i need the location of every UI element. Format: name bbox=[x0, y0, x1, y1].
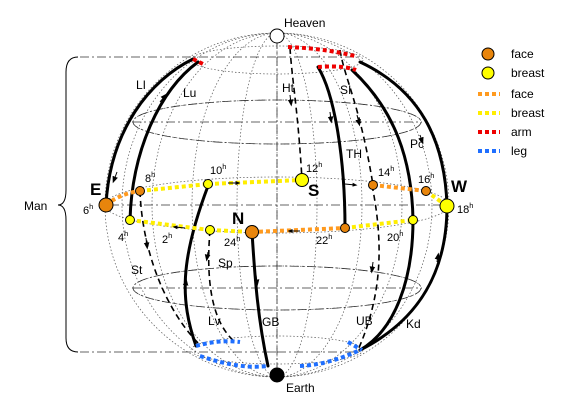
construction-lines bbox=[80, 40, 445, 372]
face-flow-north bbox=[251, 226, 346, 234]
meridian-label-gb: GB bbox=[262, 315, 279, 329]
face-flow-west bbox=[372, 183, 427, 193]
meridian-li-path bbox=[104, 57, 195, 207]
breast-flow-1 bbox=[139, 182, 209, 193]
south-breast-node bbox=[295, 173, 309, 187]
meridian-ub-dashed-path bbox=[357, 184, 380, 351]
legend-label-breast-line: breast bbox=[511, 106, 545, 120]
legend-label-face-node: face bbox=[511, 47, 534, 61]
breast-flow-north-2 bbox=[344, 218, 414, 230]
breast-flow-2 bbox=[207, 178, 303, 186]
nodes bbox=[98, 28, 455, 383]
meridian-label-st: St bbox=[131, 263, 143, 277]
meridian-si-path bbox=[339, 49, 374, 186]
hour-18: 18h bbox=[457, 201, 473, 216]
north-face-node bbox=[245, 225, 259, 239]
meridian-lu-path bbox=[128, 60, 200, 222]
leg-flow-right bbox=[299, 348, 361, 368]
direction-arrows bbox=[112, 93, 441, 291]
hour-8: 8h bbox=[145, 170, 155, 185]
hour-6: 6h bbox=[83, 202, 93, 217]
meridian-kd-path bbox=[358, 204, 449, 352]
man-label: Man bbox=[24, 199, 47, 213]
hour-12: 12h bbox=[306, 160, 322, 175]
meridian-st-path bbox=[139, 190, 201, 346]
hour-24: 24h bbox=[224, 234, 240, 249]
legend: face breast face breast arm leg bbox=[478, 47, 545, 158]
hour-labels: 2h 4h 6h 8h 10h 12h 14h 16h 18h 20h 22h … bbox=[83, 160, 473, 249]
earth-label: Earth bbox=[286, 381, 315, 395]
legend-label-leg: leg bbox=[511, 144, 527, 158]
legend-label-face-line: face bbox=[511, 87, 534, 101]
south-label: S bbox=[308, 181, 319, 200]
west-label: W bbox=[451, 177, 468, 196]
meridian-label-ub: UB bbox=[356, 314, 373, 328]
meridian-label-li: LI bbox=[136, 78, 146, 92]
east-label: E bbox=[90, 180, 101, 199]
hour-20: 20h bbox=[387, 229, 403, 244]
hour-4: 4h bbox=[118, 229, 128, 244]
arm-flow-left bbox=[192, 57, 204, 66]
hour-16: 16h bbox=[418, 171, 434, 186]
west-breast-node bbox=[439, 198, 455, 214]
hour-22: 22h bbox=[316, 232, 332, 247]
north-label: N bbox=[232, 209, 244, 228]
meridian-label-lu: Lu bbox=[183, 86, 196, 100]
breast-flow-south bbox=[129, 218, 211, 232]
equator-arrows bbox=[172, 181, 358, 233]
breast-flow-south-2 bbox=[209, 228, 253, 234]
meridian-ub-path bbox=[358, 218, 415, 352]
heaven-node bbox=[269, 28, 285, 44]
hour-10: 10h bbox=[210, 162, 226, 177]
meridian-label-sp: Sp bbox=[218, 256, 233, 270]
arm-flow-top bbox=[287, 45, 356, 58]
meridian-label-ht: Ht bbox=[282, 81, 295, 95]
heaven-label: Heaven bbox=[284, 16, 325, 30]
hour-14: 14h bbox=[378, 164, 394, 179]
meridian-gb-path bbox=[250, 230, 270, 368]
meridian-th-path bbox=[316, 65, 347, 230]
legend-label-breast-node: breast bbox=[511, 66, 545, 80]
hour-2: 2h bbox=[162, 231, 172, 246]
meridian-pc-path bbox=[350, 68, 415, 222]
meridian-label-kd: Kd bbox=[406, 317, 421, 331]
man-bracket bbox=[57, 56, 79, 353]
meridian-sp-path bbox=[207, 229, 236, 343]
meridian-paths bbox=[104, 47, 449, 368]
leg-flow-left bbox=[195, 339, 241, 348]
east-face-node bbox=[98, 197, 114, 213]
meridian-pc-outer-path bbox=[358, 60, 449, 208]
legend-face-node-icon bbox=[481, 47, 495, 61]
meridian-label-si: SI bbox=[340, 83, 351, 97]
legend-breast-node-icon bbox=[481, 66, 495, 80]
meridian-ht-path bbox=[289, 47, 303, 181]
meridian-lv-sp-path bbox=[183, 184, 210, 348]
meridian-label-pc: Pc bbox=[410, 137, 424, 151]
leg-flow-bottom bbox=[199, 354, 269, 369]
meridian-label-lv: Lv bbox=[208, 314, 221, 328]
earth-node bbox=[269, 367, 285, 383]
leg-flow-right-2 bbox=[347, 340, 363, 352]
meridian-label-th: TH bbox=[346, 147, 362, 161]
legend-label-arm: arm bbox=[511, 125, 532, 139]
arm-flow-top-2 bbox=[317, 64, 357, 72]
